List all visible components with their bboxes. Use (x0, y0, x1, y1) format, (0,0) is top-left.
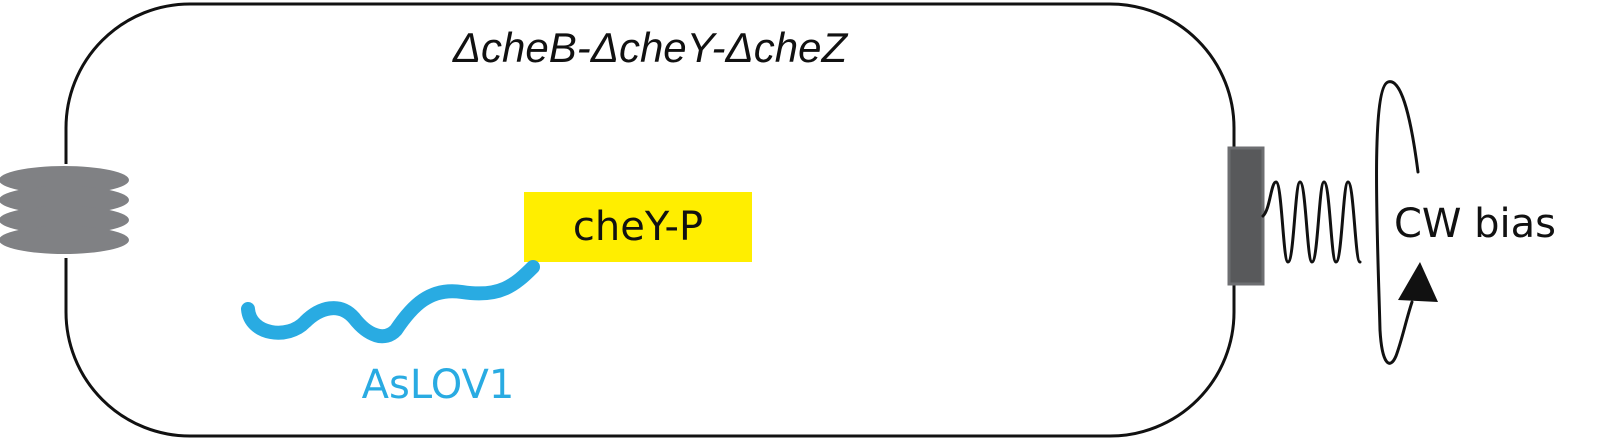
receptor-cluster (0, 164, 129, 258)
aslov-domain (241, 260, 540, 344)
genotype-title: ΔcheB-ΔcheY-ΔcheZ (452, 24, 849, 71)
receptor-disc-3 (0, 206, 129, 234)
cw-bias-label: CW bias (1394, 201, 1556, 247)
chey-box (524, 192, 752, 262)
rotation-arrowhead-icon (1398, 262, 1438, 302)
flagellum-filament (1261, 180, 1362, 264)
rotation-arrow-loop (1375, 80, 1420, 365)
aslov-label: AsLOV1 (362, 362, 515, 408)
receptor-disc-4 (0, 226, 129, 254)
flagellar-motor (1227, 146, 1265, 286)
receptor-disc-2 (0, 186, 129, 214)
chey-label: cheY-P (573, 204, 703, 250)
receptor-disc-1 (0, 166, 129, 194)
